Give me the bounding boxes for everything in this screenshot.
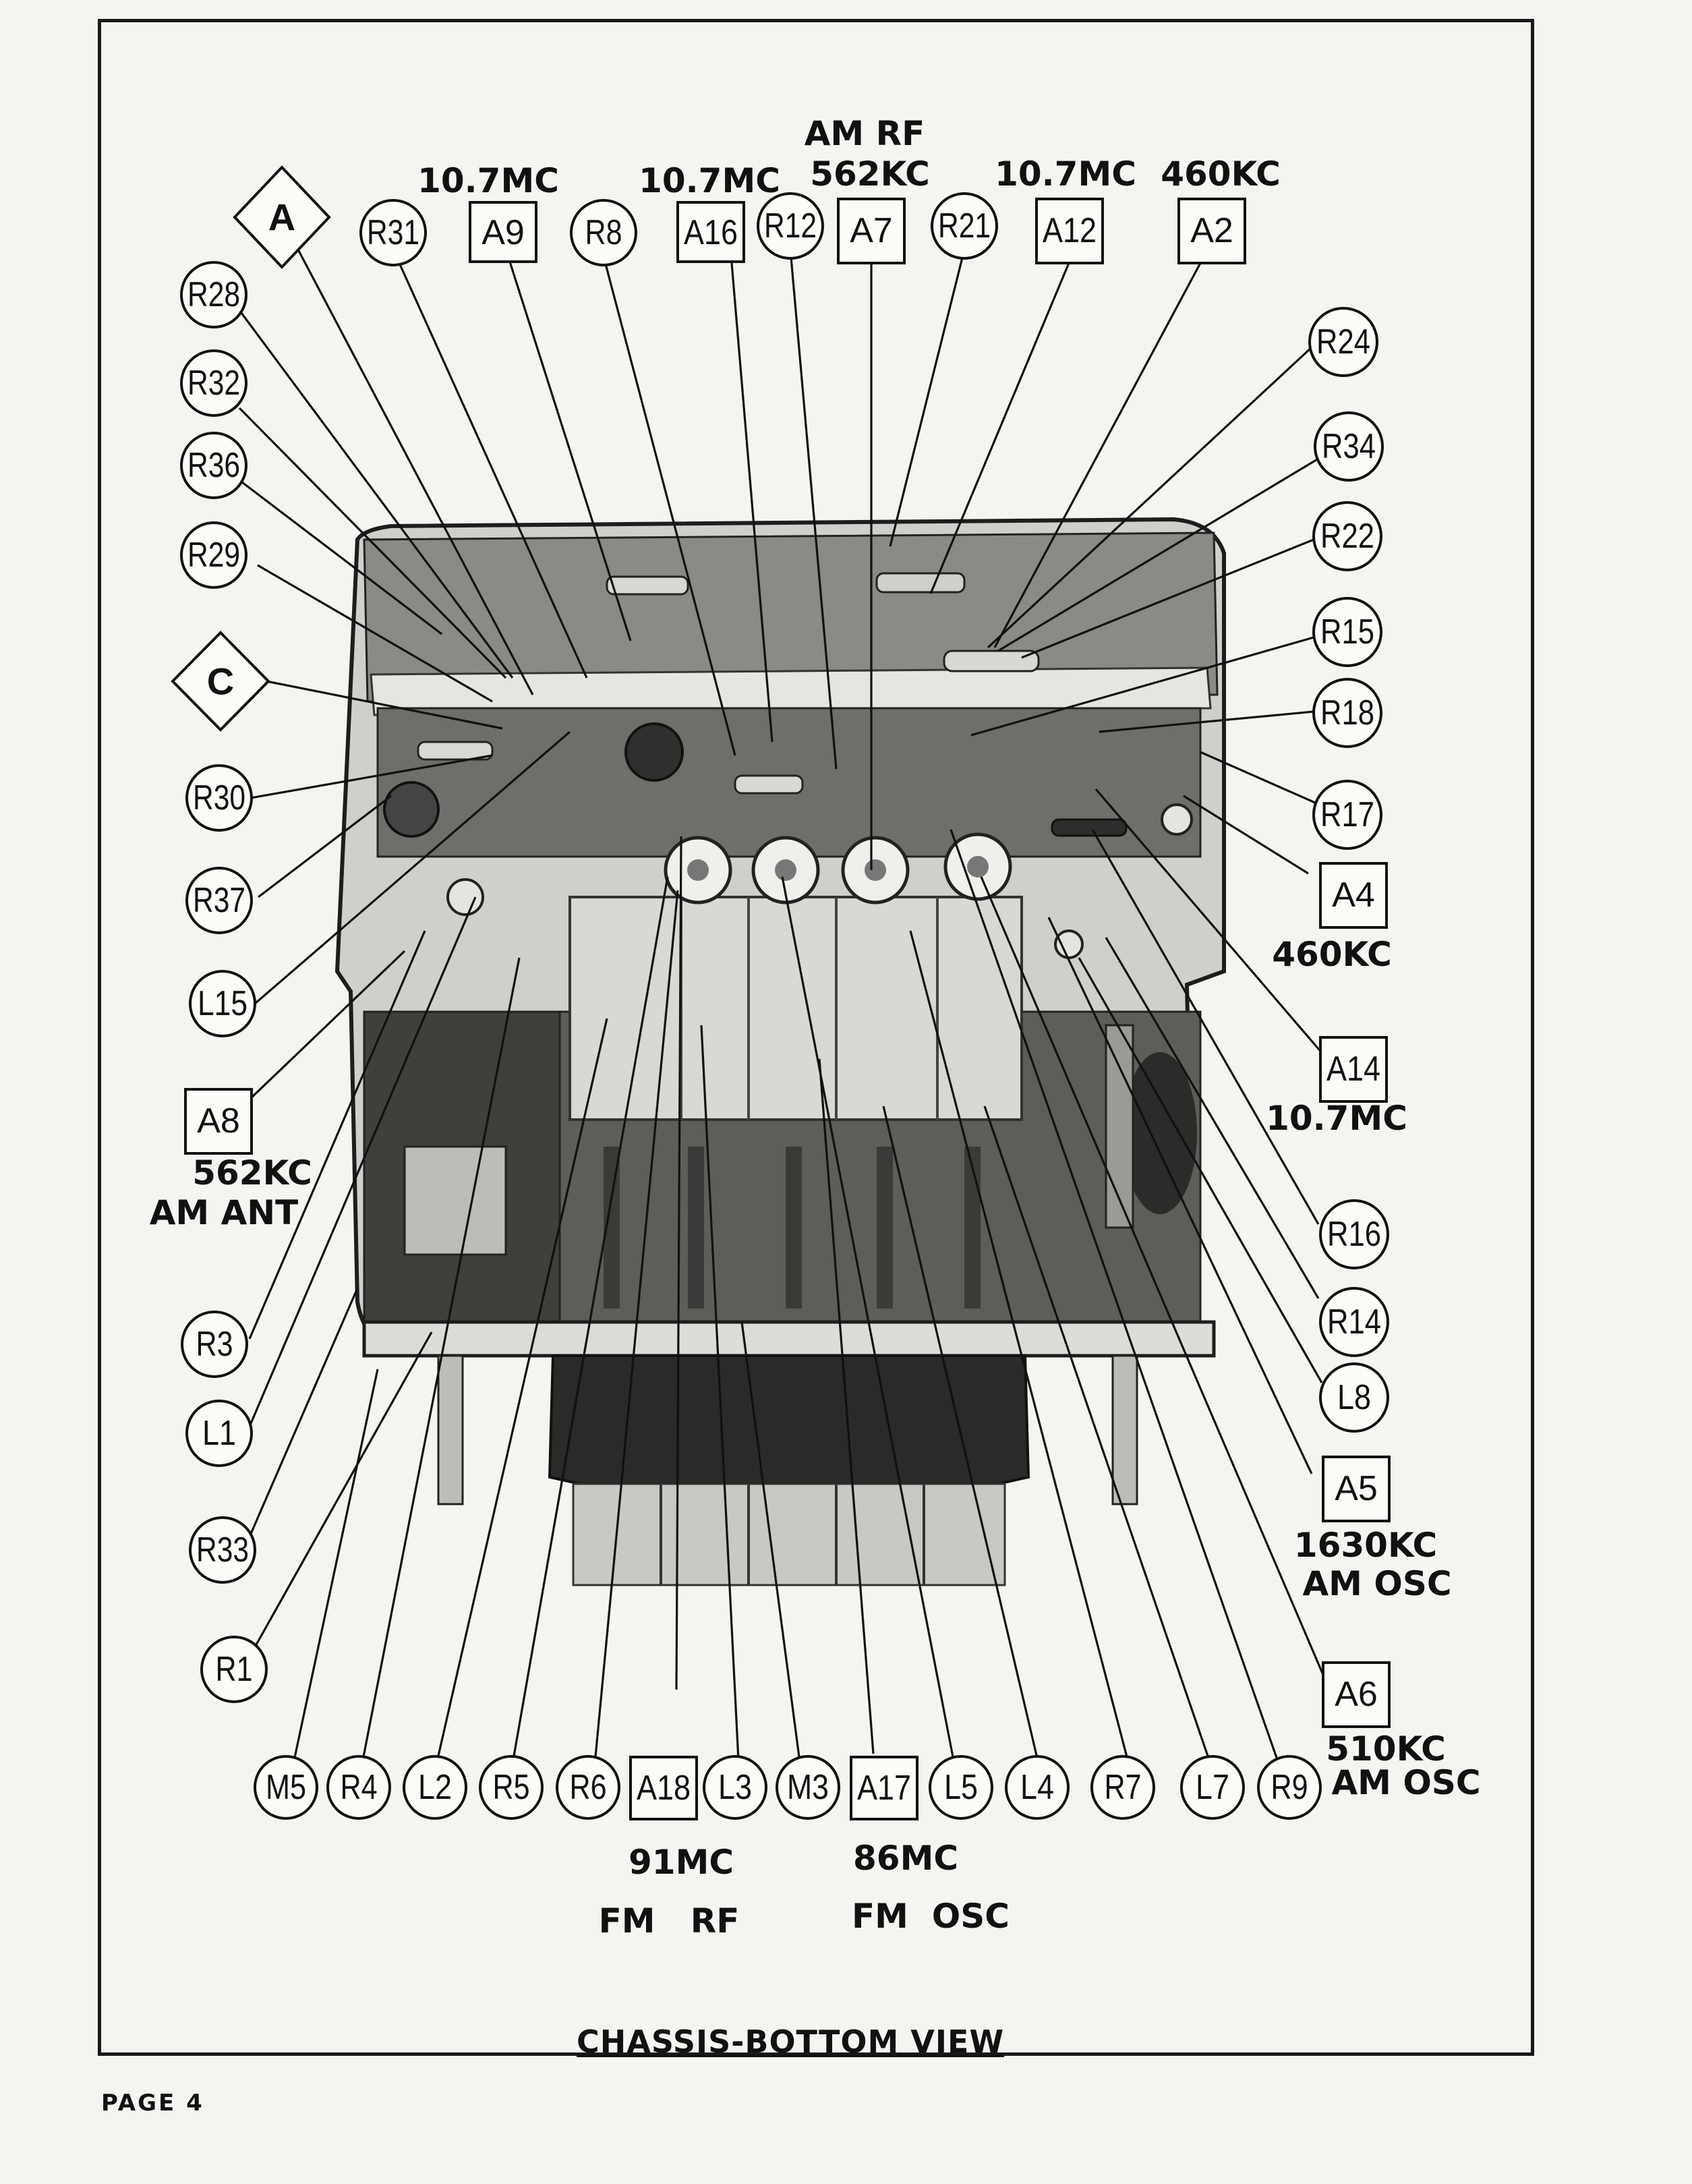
label-R31: R31 (367, 213, 419, 252)
label-R34: R34 (1322, 427, 1376, 466)
freq-a5-line2: AM OSC (1302, 1564, 1451, 1603)
label-A8: A8 (197, 1101, 240, 1141)
label-R37: R37 (193, 881, 245, 920)
freq-a9: 10.7MC (417, 161, 559, 200)
label-R21: R21 (938, 206, 991, 246)
label-L8: L8 (1337, 1378, 1371, 1417)
freq-a7-line2: 562KC (810, 154, 930, 194)
freq-a12: 10.7MC (995, 154, 1136, 194)
label-A4: A4 (1332, 875, 1375, 915)
label-R8: R8 (585, 213, 622, 252)
label-L7: L7 (1196, 1768, 1229, 1807)
label-M5: M5 (266, 1768, 306, 1807)
label-A12: A12 (1043, 211, 1097, 250)
label-A7: A7 (850, 211, 893, 250)
label-L4: L4 (1020, 1768, 1054, 1807)
freq-a18-line1: 91MC (629, 1843, 734, 1882)
freq-a8-line1: 562KC (192, 1153, 312, 1192)
label-L15: L15 (198, 984, 247, 1023)
label-A14: A14 (1326, 1050, 1380, 1089)
label-R33: R33 (196, 1530, 249, 1570)
freq-a7-line1: AM RF (805, 114, 925, 153)
label-R3: R3 (196, 1325, 233, 1364)
label-R29: R29 (187, 536, 240, 575)
figure-caption: CHASSIS-BOTTOM VIEW (577, 2023, 1005, 2060)
label-R16: R16 (1327, 1215, 1381, 1254)
label-L2: L2 (418, 1768, 452, 1807)
freq-a4: 460KC (1272, 935, 1392, 974)
label-R24: R24 (1316, 322, 1370, 362)
page-number: PAGE 4 (101, 2090, 204, 2117)
freq-a14: 10.7MC (1266, 1099, 1407, 1138)
label-R14: R14 (1327, 1302, 1381, 1342)
leader-lines (238, 249, 1340, 1781)
freq-a6-line2: AM OSC (1331, 1763, 1480, 1802)
label-R12: R12 (764, 206, 817, 246)
freq-a18-line2: FM RF (599, 1901, 740, 1941)
label-A2: A2 (1190, 211, 1233, 250)
label-R30: R30 (193, 778, 245, 817)
freq-a8-line2: AM ANT (150, 1193, 299, 1232)
label-C: C (207, 660, 234, 703)
freq-a16: 10.7MC (639, 161, 780, 200)
label-R17: R17 (1320, 795, 1374, 834)
label-A5: A5 (1335, 1469, 1378, 1508)
label-R36: R36 (187, 446, 240, 485)
freq-a6-line1: 510KC (1326, 1729, 1446, 1769)
callout-shapes (171, 165, 1391, 1820)
label-R32: R32 (187, 364, 240, 403)
label-R22: R22 (1320, 517, 1374, 556)
freq-a5-line1: 1630KC (1294, 1526, 1437, 1565)
label-R7: R7 (1105, 1768, 1142, 1807)
label-A9: A9 (482, 213, 525, 252)
freq-a2: 460KC (1161, 154, 1281, 194)
callout-labels: A C R31 A9 R8 A16 R12 A7 R21 A12 A2 R28 … (187, 196, 1381, 1808)
label-R18: R18 (1320, 693, 1374, 732)
label-L5: L5 (944, 1768, 978, 1807)
label-A18: A18 (637, 1769, 691, 1808)
label-A17: A17 (857, 1769, 911, 1808)
label-R6: R6 (570, 1768, 607, 1807)
page-frame (98, 19, 1534, 2056)
label-M3: M3 (787, 1768, 829, 1807)
label-L1: L1 (202, 1414, 236, 1453)
label-R15: R15 (1320, 612, 1374, 652)
label-A: A (268, 196, 295, 239)
label-A16: A16 (684, 213, 738, 252)
chassis-photo (334, 517, 1226, 1586)
freq-a17-line2: FM OSC (852, 1897, 1010, 1936)
label-R28: R28 (187, 275, 240, 314)
label-R1: R1 (216, 1650, 253, 1689)
label-A6: A6 (1335, 1675, 1378, 1714)
frequency-labels: 10.7MC 10.7MC AM RF 562KC 10.7MC 460KC 5… (150, 114, 1481, 1941)
freq-a17-line1: 86MC (853, 1839, 958, 1878)
label-R4: R4 (341, 1768, 378, 1807)
label-R9: R9 (1271, 1768, 1308, 1807)
label-L3: L3 (718, 1768, 752, 1807)
label-R5: R5 (493, 1768, 530, 1807)
